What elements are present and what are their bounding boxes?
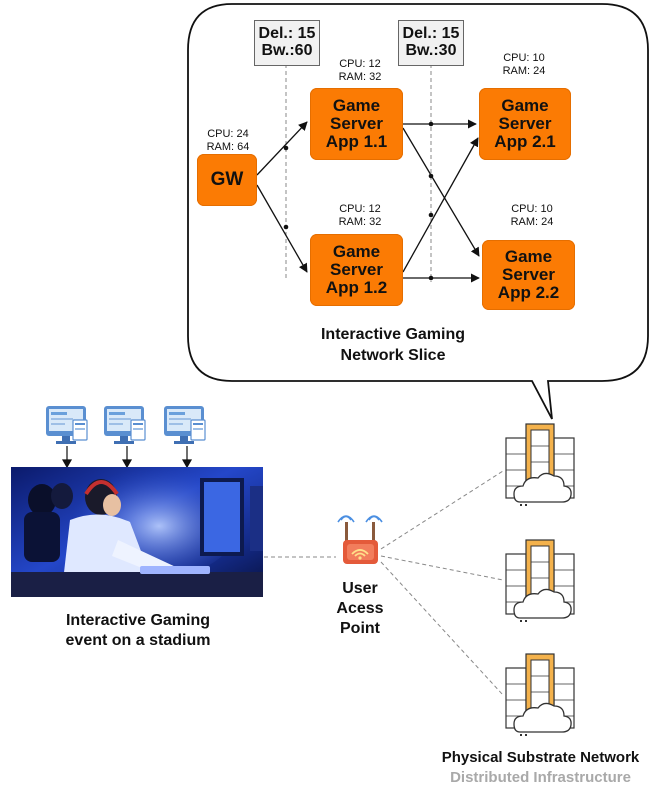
monitor-icon [104,406,146,444]
access-point-caption: User Acess Point [336,580,384,637]
app11-node: Game Server App 1.1 [310,88,403,160]
substrate-subtitle: Distributed Infrastructure [450,769,631,786]
app21-label: Game Server App 2.1 [494,96,556,151]
app22-label: Game Server App 2.2 [497,247,560,302]
monitor-icon [164,406,206,444]
gaming-event-photo [11,460,263,597]
server-cloud-icon [505,653,575,736]
physical-links [264,470,504,696]
app12-label: Game Server App 1.2 [325,242,388,297]
gw-label: GW [210,169,244,191]
slice-title: Interactive Gaming Network Slice [320,326,466,364]
app11-resources: CPU: 12 RAM: 32 [338,58,382,84]
link-label-1: Del.: 15 Bw.:60 [254,20,320,66]
link-label-2: Del.: 15 Bw.:30 [398,20,464,66]
app12-resources: CPU: 12 RAM: 32 [338,203,382,229]
app22-resources: CPU: 10 RAM: 24 [510,203,554,229]
wifi-router-icon [337,515,383,564]
link-dots [283,121,434,281]
server-cloud-icon [505,539,575,622]
monitor-icon [46,406,88,444]
substrate-title: Physical Substrate Network [441,749,640,766]
app21-node: Game Server App 2.1 [479,88,571,160]
server-cloud-icon [505,423,575,506]
slice-links [256,119,480,283]
gw-node: GW [197,154,257,206]
app21-resources: CPU: 10 RAM: 24 [502,52,546,78]
app11-label: Game Server App 1.1 [325,96,388,151]
app12-node: Game Server App 1.2 [310,234,403,306]
event-caption: Interactive Gaming event on a stadium [65,612,211,649]
app22-node: Game Server App 2.2 [482,240,575,310]
gw-resources: CPU: 24 RAM: 64 [206,128,250,154]
